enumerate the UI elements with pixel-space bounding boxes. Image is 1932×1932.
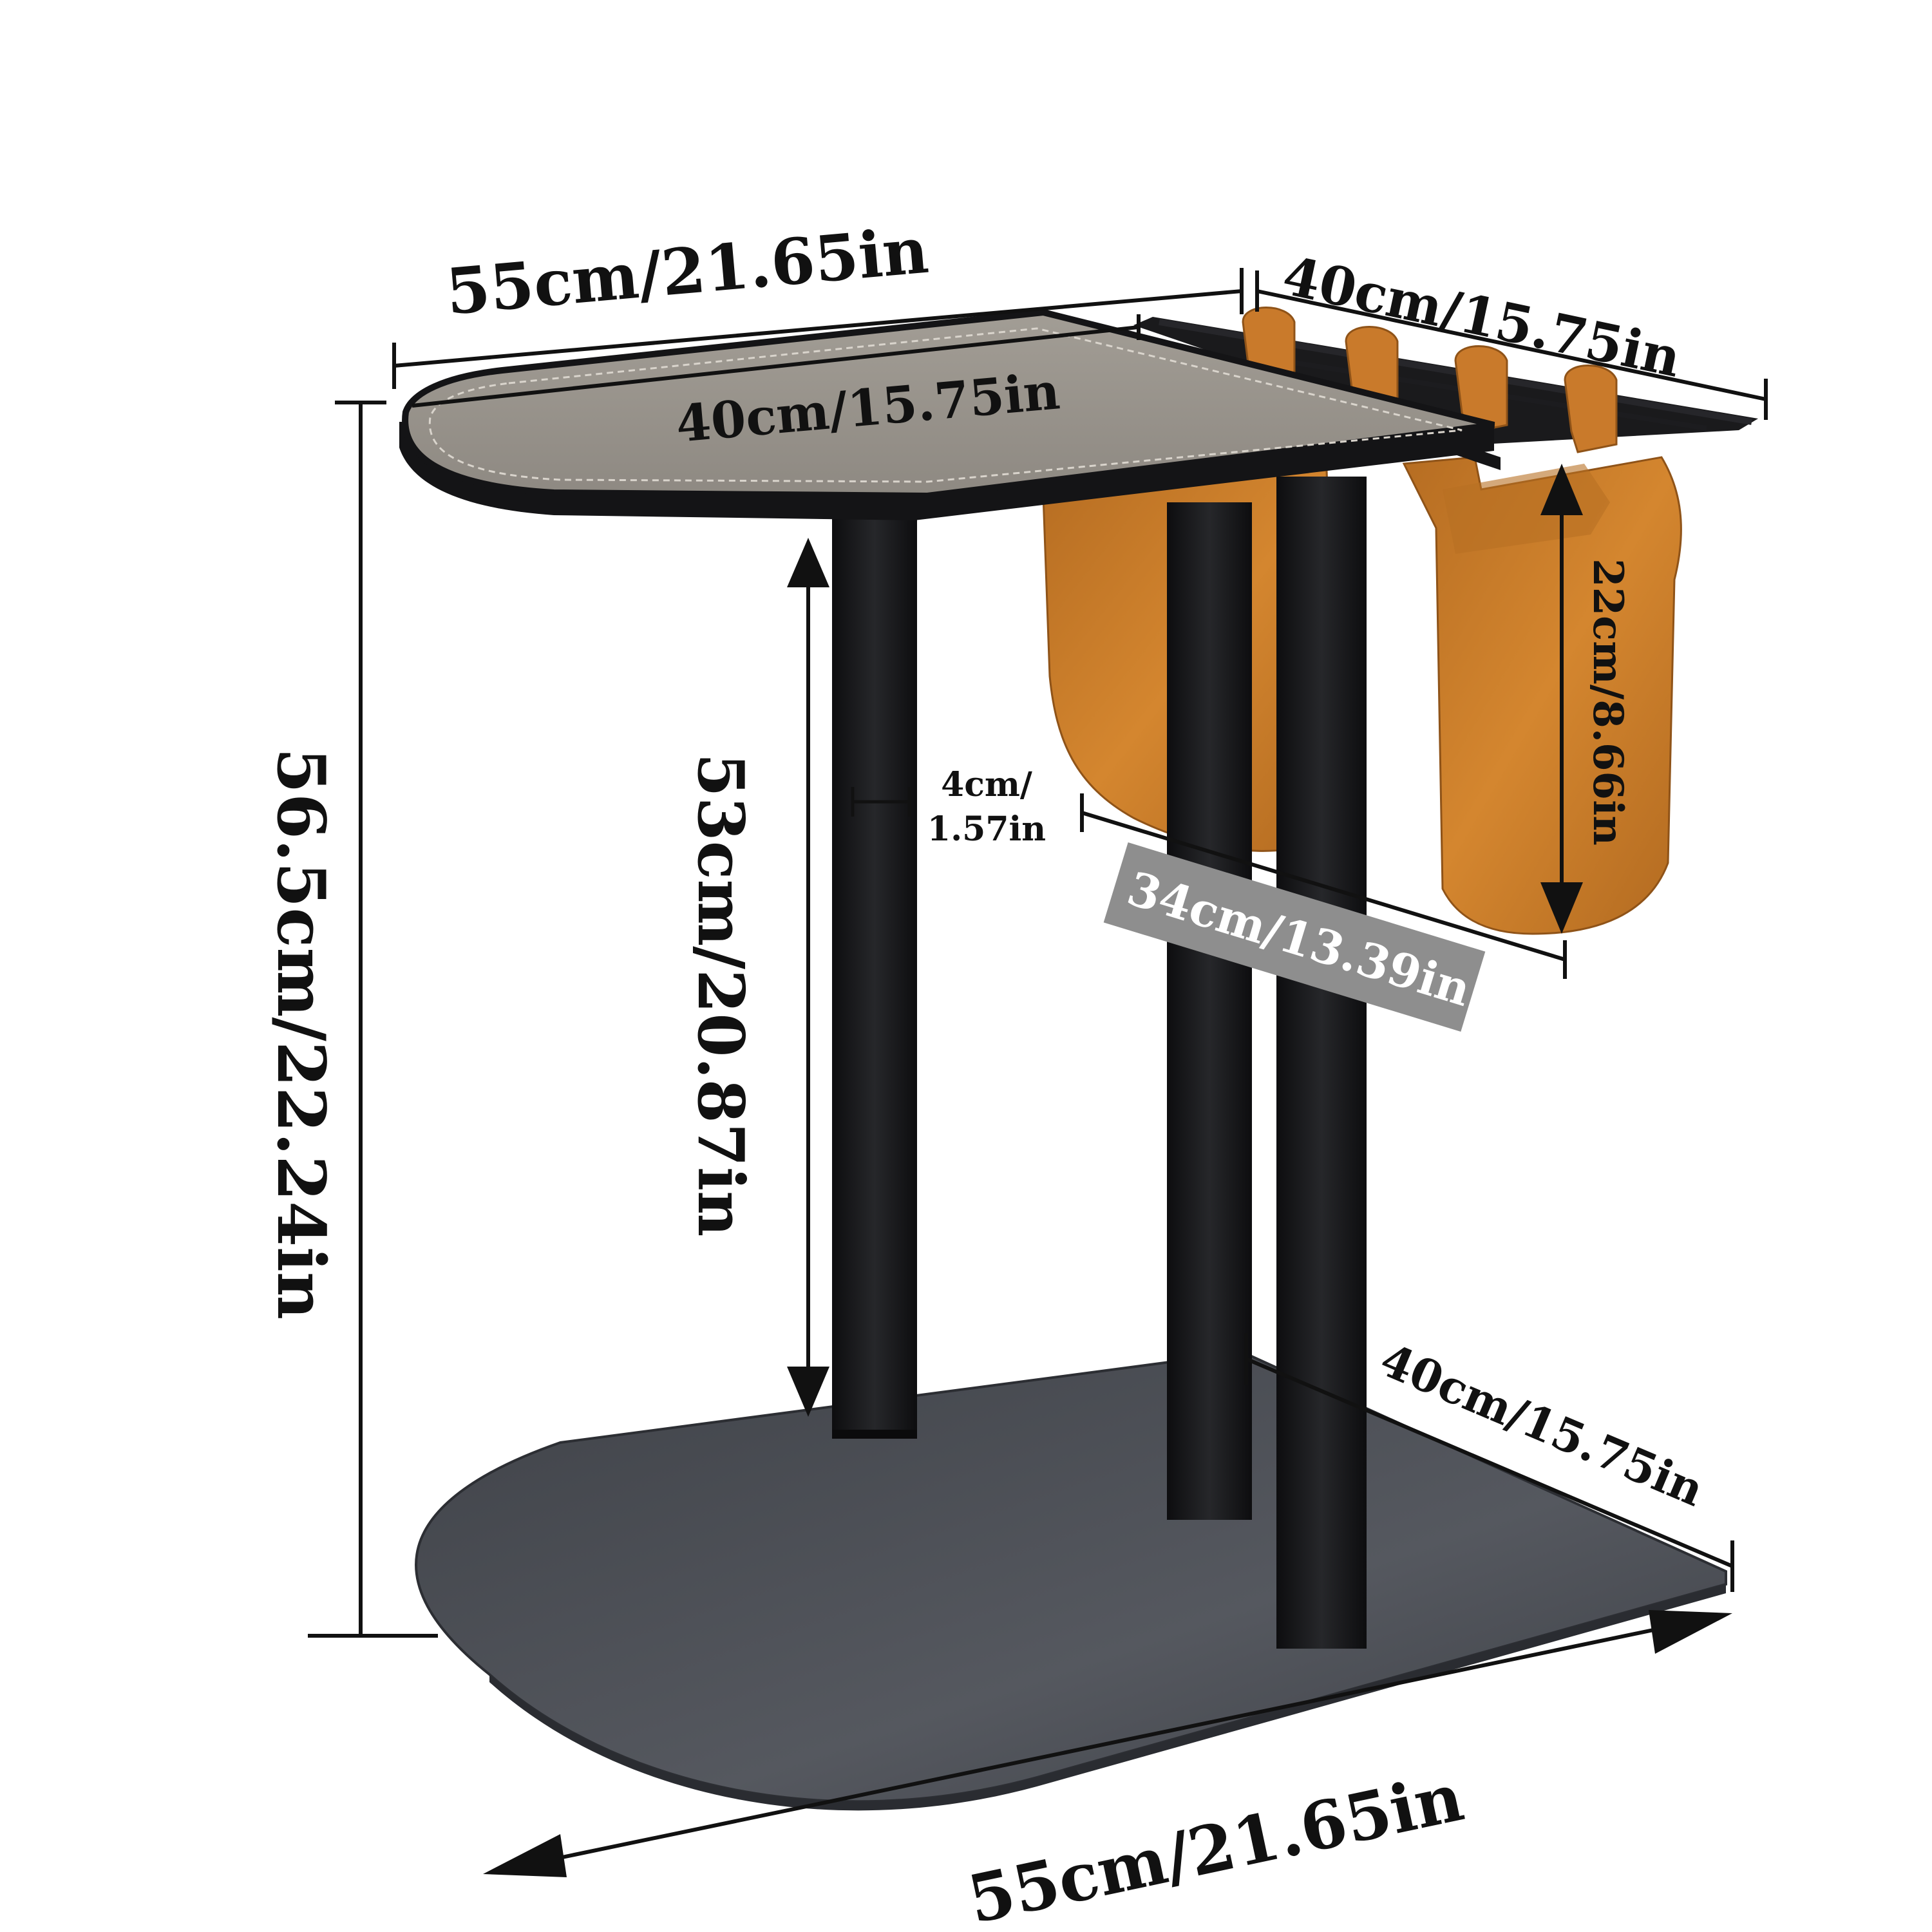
rear-legs xyxy=(1167,477,1367,1649)
magazine-bag xyxy=(1042,456,1682,935)
base-plate xyxy=(415,1350,1727,1811)
total-height-label: 56.5cm/22.24in xyxy=(262,748,339,1320)
bag-length-label-box xyxy=(1103,842,1486,1032)
dimension-lines xyxy=(308,268,1768,1877)
bag-height-label: 22cm/8.66in xyxy=(1584,558,1632,846)
front-leg xyxy=(832,509,917,1439)
table-top xyxy=(399,308,1495,520)
top-length-label: 55cm/21.65in xyxy=(443,214,931,330)
leg-width-label-cm: 4cm/ xyxy=(941,765,1032,804)
leg-height-label: 53cm/20.87in xyxy=(683,753,757,1237)
leg-width-label-in: 1.57in xyxy=(927,810,1046,849)
